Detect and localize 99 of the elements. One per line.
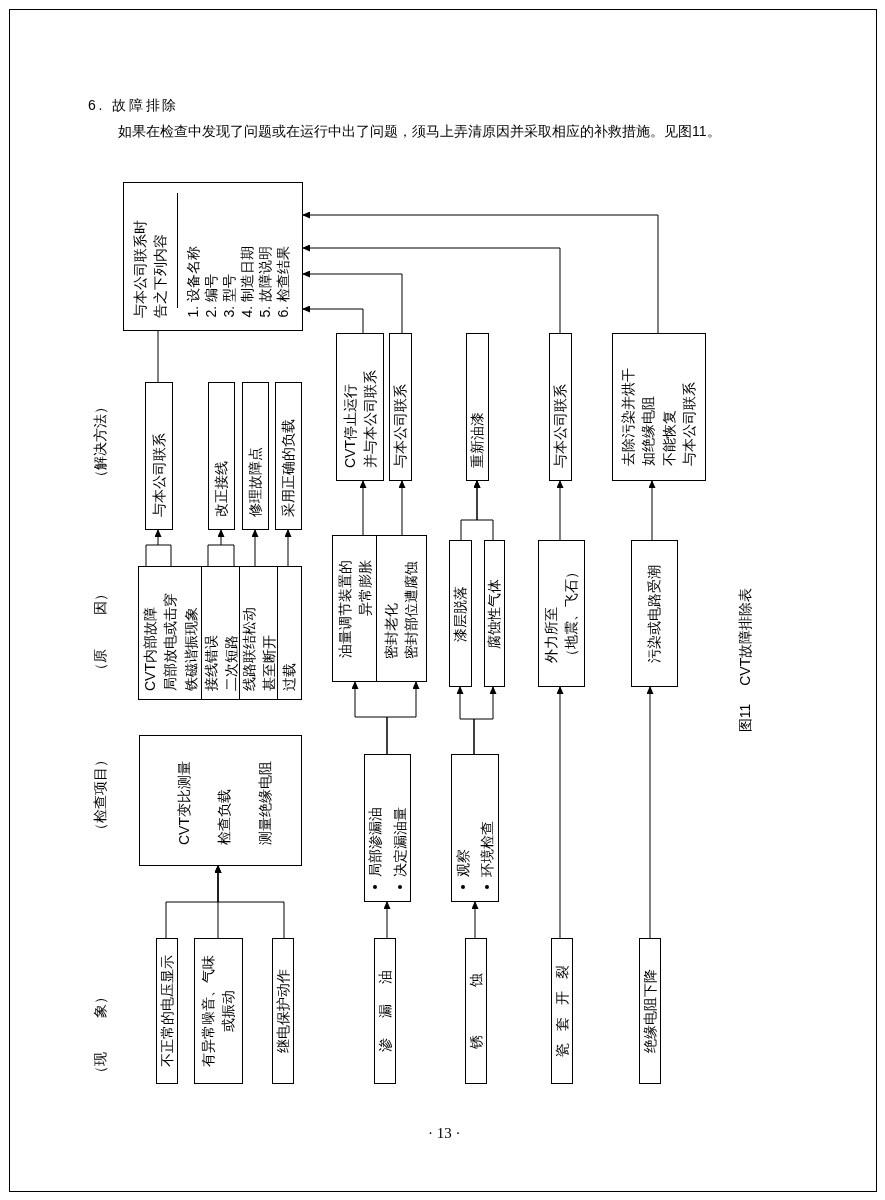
box-text: 继电保护动作 [273, 969, 292, 1053]
process-box [139, 735, 302, 866]
box-text: 与本公司联系 [551, 384, 570, 468]
process-box [389, 333, 412, 481]
box-text: 油量调节装置的异常膨胀 [335, 559, 374, 658]
process-box [449, 540, 472, 687]
list-item: 环境检查 [478, 821, 496, 877]
box-text: 采用正确的负载 [279, 419, 298, 517]
figure-caption: 图11 CVT故障排除表 [735, 587, 754, 733]
list-item: 决定漏油量 [390, 807, 409, 877]
process-box [138, 566, 203, 700]
box-text: 腐蚀性气体 [485, 578, 504, 649]
box-text: 修理故障点 [246, 447, 265, 517]
box-text: 与本公司联系 [149, 433, 168, 517]
process-box [156, 938, 178, 1084]
list-item: 局部渗漏油 [366, 807, 385, 877]
connector-arrow [471, 900, 479, 939]
connector-arrow [284, 528, 292, 567]
section-heading: 6. 故障排除 [88, 96, 180, 115]
box-text: 渗 漏 油 [375, 970, 394, 1052]
column-heading: （原 因） [90, 587, 109, 677]
box-text: 过载 [280, 663, 299, 691]
process-box [275, 382, 302, 530]
box-text: 改正接线 [212, 461, 231, 517]
column-heading: （检查项目） [90, 753, 109, 837]
connector-arrow [473, 685, 497, 755]
box-text: 检查负载 [215, 789, 234, 845]
process-box [277, 566, 302, 700]
process-box [466, 333, 489, 481]
box-text: CVT停止运行并与本公司联系 [340, 370, 379, 468]
connector-arrow [301, 211, 659, 334]
connector-arrow [646, 685, 654, 939]
column-heading: （解决方法） [90, 400, 109, 484]
process-box [376, 535, 427, 682]
connector-arrow [473, 479, 494, 541]
list-item: 观察 [453, 849, 472, 877]
box-text: 瓷 套 开 裂 [552, 965, 571, 1057]
box-text: 重新油漆 [468, 412, 487, 468]
connector-arrow [556, 479, 564, 541]
process-box [332, 535, 378, 682]
box-text: 接线错误二次短路 [201, 635, 240, 691]
box-text: 不正常的电压显示 [157, 955, 176, 1067]
process-box [374, 938, 396, 1084]
list-item: 1. 设备名称 [185, 246, 200, 318]
process-box [123, 182, 303, 331]
box-text: 污染或电路受潮 [645, 564, 664, 663]
process-box [465, 938, 487, 1084]
process-box [612, 333, 706, 481]
process-box [364, 754, 411, 902]
list-item: 5. 故障说明 [257, 246, 272, 318]
box-text: 锈 蚀 [466, 973, 485, 1049]
process-box [145, 382, 173, 530]
box-text: 漆层脱落 [451, 585, 470, 642]
connector-arrow [383, 900, 391, 939]
page-number: · 13 · [428, 1124, 461, 1143]
intro-paragraph: 如果在检查中发现了问题或在运行中出了问题，须马上弄清原因并采取相应的补救措施。见图11。 [118, 122, 721, 141]
list-item: 3. 型号 [221, 274, 236, 318]
process-box [639, 938, 661, 1084]
box-text: 有异常噪音、气味或振动 [199, 955, 238, 1067]
connector-arrow [359, 479, 367, 536]
box-text: CVT内部故障局部放电或击穿铁磁谐振现象 [141, 593, 200, 691]
box-text: 绝缘电阻下降 [640, 969, 659, 1053]
connector-arrow [214, 864, 285, 939]
process-box [272, 938, 294, 1084]
box-heading: 与本公司联系时告之下列内容 [131, 220, 170, 318]
process-box [551, 938, 573, 1084]
process-box [631, 540, 678, 687]
list-item: 2. 编号 [203, 274, 218, 318]
connector-arrow [648, 479, 656, 541]
process-box [484, 540, 505, 687]
connector-arrow [207, 528, 235, 567]
box-text: CVT变比测量 [175, 761, 193, 845]
process-box [336, 333, 384, 481]
process-box [194, 938, 243, 1084]
process-box [201, 566, 241, 700]
list-item: 4. 制造日期 [239, 246, 254, 318]
box-text: 去除污染并烘干如绝缘电阻不能恢复与本公司联系 [619, 368, 699, 466]
column-heading: （现 象） [90, 990, 109, 1080]
box-text: 测量绝缘电阻 [255, 761, 274, 845]
list-item: 6. 检查结果 [275, 246, 290, 318]
connector-arrow [556, 685, 564, 939]
connector-arrow [251, 528, 259, 567]
box-text: 外力所至（地震、飞石） [542, 564, 581, 663]
connector-arrow [398, 479, 406, 536]
process-box [538, 540, 585, 687]
box-text: 与本公司联系 [391, 384, 410, 468]
connector-arrow [301, 305, 364, 334]
connector-line [157, 329, 159, 383]
connector-arrow [386, 680, 420, 755]
process-box [242, 382, 269, 530]
process-box [208, 382, 235, 530]
connector-arrow [145, 528, 172, 567]
box-text: 线路联结松动甚至断开 [239, 607, 278, 691]
connector-arrow [301, 270, 403, 334]
process-box [549, 333, 572, 481]
box-text: 密封老化密封部位遭腐蚀 [382, 561, 421, 659]
connector-arrow [301, 244, 561, 334]
process-box [239, 566, 279, 700]
process-box [451, 754, 499, 902]
